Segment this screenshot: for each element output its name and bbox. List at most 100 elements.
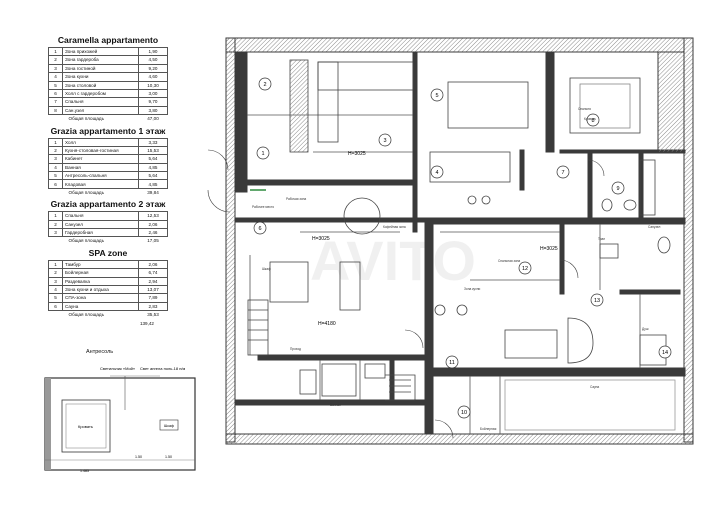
hob-icon	[456, 304, 468, 316]
room-number: 1	[261, 151, 264, 157]
total-value: 17,05	[147, 238, 159, 244]
height-label-2: H=3025	[312, 236, 330, 242]
svg-text:Зона кухни: Зона кухни	[464, 287, 480, 291]
room-number: 4	[435, 170, 438, 176]
height-label-3: H=3025	[540, 246, 558, 252]
interior-walls	[234, 51, 686, 435]
sofa-side-icon	[317, 61, 339, 143]
room-number: 7	[561, 170, 564, 176]
svg-text:Трап: Трап	[598, 237, 605, 241]
sofa-icon	[317, 61, 414, 91]
mezzanine-title: Антресоль	[86, 349, 114, 355]
svg-text:Ванная: Ванная	[330, 403, 341, 407]
bed-icon	[61, 399, 111, 453]
total-label: Общая площадь	[68, 189, 105, 195]
room-number: 13	[594, 298, 600, 304]
legend-cell-area: 2,46	[138, 228, 168, 238]
room-number: 11	[449, 360, 455, 366]
hob-icon	[481, 195, 491, 205]
legend-cell-area: 4,85	[138, 179, 168, 189]
room-number: 8	[591, 118, 594, 124]
total-value: 39,84	[147, 189, 159, 195]
room-number-circle	[658, 345, 672, 359]
room-number: 14	[662, 350, 668, 356]
svg-text:Кофейная зона: Кофейная зона	[383, 225, 406, 229]
sink-icon	[623, 199, 637, 211]
sink-icon	[364, 363, 386, 379]
legend-total-row: Общая площадь 17,05	[49, 237, 168, 245]
stairs-icon	[385, 374, 416, 401]
svg-text:Спальная зона: Спальная зона	[498, 259, 520, 263]
svg-text:Душ: Душ	[642, 327, 649, 331]
svg-text:Шкаф: Шкаф	[262, 267, 271, 271]
dining-table-icon	[447, 81, 529, 129]
wardrobe-icon	[159, 419, 179, 431]
outer-walls	[225, 37, 694, 445]
hob-icon	[467, 195, 477, 205]
room-number-circle	[556, 165, 570, 179]
doors	[207, 149, 605, 439]
mezzanine-wall	[45, 378, 51, 470]
legend-cell-area: 3,80	[138, 105, 168, 116]
wardrobe-icon	[289, 59, 309, 153]
kitchen-counter-icon	[429, 151, 511, 183]
stairs-icon	[247, 299, 269, 356]
toilet-icon	[299, 369, 317, 395]
svg-text:Проход: Проход	[290, 347, 301, 351]
room-number: 5	[435, 93, 438, 99]
bed-mattress	[65, 403, 107, 449]
bathtub-icon	[567, 317, 594, 364]
svg-text:Санузел: Санузел	[648, 225, 661, 229]
height-label-1: H=3025	[348, 151, 366, 157]
total-label: Общая площадь	[68, 312, 105, 318]
dimension-2: 1.50	[165, 455, 172, 459]
room-number-circle	[258, 77, 272, 91]
svg-text:Кровать: Кровать	[584, 117, 596, 121]
room-number-circle	[430, 165, 444, 179]
room-number: 10	[461, 410, 467, 416]
svg-text:Сауна: Сауна	[590, 385, 599, 389]
svg-text:Рабочая зона: Рабочая зона	[286, 197, 306, 201]
bed-icon	[569, 77, 641, 134]
watermark: AVITO	[310, 229, 476, 292]
mezzanine-note-2: Свет ангела ноль-18 п/м	[140, 366, 186, 371]
svg-text:Спальня: Спальня	[578, 107, 591, 111]
room-number: 6	[258, 226, 261, 232]
room-number-circle	[430, 88, 444, 102]
svg-text:Рабочее место: Рабочее место	[252, 205, 274, 209]
total-label: Общая площадь	[68, 116, 105, 122]
room-number-circle	[586, 113, 600, 127]
sauna-bench-icon	[504, 379, 676, 431]
room-number-circle	[253, 221, 267, 235]
legend-cell-area: 2,83	[138, 301, 168, 312]
dimension-1: 1.50	[135, 455, 142, 459]
caramella-title: Caramella appartamento	[57, 35, 159, 45]
room-number-circle	[256, 146, 270, 160]
room-number-circle	[378, 133, 392, 147]
mezzanine-side-label: Шкаф	[164, 424, 174, 428]
svg-text:Бойлерная: Бойлерная	[480, 427, 497, 431]
toilet-icon	[601, 198, 613, 212]
sink-icon	[599, 243, 619, 259]
dimension-3: 1.485	[80, 469, 89, 473]
grazia1-title: Grazia appartamento 1 этаж	[50, 125, 166, 136]
total-value: 35,53	[147, 312, 159, 318]
mezzanine-note-1: Светильник «Мой»	[100, 366, 136, 371]
legend-total-row: Общая площадь 35,53	[49, 311, 168, 319]
room-number-circle	[457, 405, 471, 419]
spa-title: SPA zone	[88, 247, 128, 258]
total-label: Общая площадь	[68, 238, 105, 244]
mezzanine-room-label: Кровать	[78, 424, 93, 429]
plan-notes: Рабочее место Рабочая зона Кофейная зона…	[252, 107, 661, 431]
room-number-circle	[445, 355, 459, 369]
hob-icon	[434, 304, 446, 316]
